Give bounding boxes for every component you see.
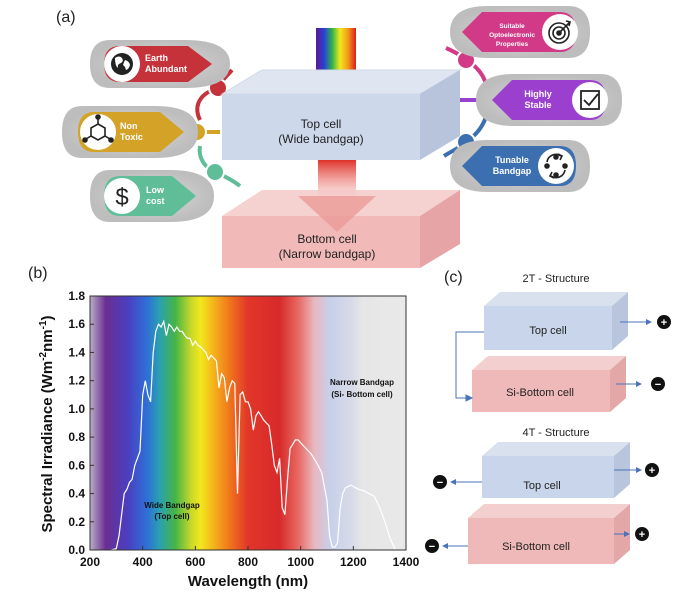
4t-bottom-right-terminal: + bbox=[614, 527, 649, 541]
lowcost-connector-dot bbox=[205, 162, 225, 182]
y-tick-label: 0.6 bbox=[68, 458, 85, 472]
badge-opto-line3: Properties bbox=[496, 41, 529, 48]
4t-bottom-left-terminal: − bbox=[425, 539, 468, 553]
irradiance-series-line bbox=[110, 319, 397, 551]
4t-bottom-minus-icon: − bbox=[429, 541, 435, 553]
title-2t-structure: 2T - Structure bbox=[522, 273, 589, 285]
badge-opto-line1: Suitable bbox=[499, 23, 525, 30]
badge-opto-line2: Optoelectronic bbox=[489, 32, 535, 39]
x-tick-label: 1000 bbox=[287, 555, 314, 569]
2t-plus-icon: + bbox=[661, 317, 667, 329]
badge-nontoxic-line1: Non bbox=[120, 121, 138, 131]
plot-spectrum-background bbox=[90, 296, 406, 550]
y-axis-ticks: 0.0 0.2 0.4 0.6 0.8 1.0 1.2 1.4 1.6 1.8 bbox=[68, 289, 94, 557]
spectral-irradiance-chart: 200 400 600 800 1000 1200 1400 0.0 0.2 0.4 0.6 0.8… bbox=[38, 289, 420, 590]
x-tick-label: 1400 bbox=[393, 555, 420, 569]
top-cell-label-line2: (Wide bandgap) bbox=[278, 132, 363, 146]
transmission-arrow-overlay bbox=[298, 196, 376, 232]
target-icon bbox=[548, 20, 571, 44]
x-tick-label: 800 bbox=[238, 555, 258, 569]
panel-b-label: (b) bbox=[28, 265, 48, 282]
badge-tunable-bandgap: Tunable Bandgap bbox=[450, 140, 590, 192]
panel-c-label: (c) bbox=[444, 269, 463, 286]
molecule-icon bbox=[82, 114, 114, 143]
4t-top-left-terminal: − bbox=[433, 475, 482, 489]
cycle-icon bbox=[544, 153, 568, 179]
badge-lowcost-line2: cost bbox=[146, 196, 165, 206]
panel-a-label: (a) bbox=[56, 9, 76, 26]
x-tick-label: 200 bbox=[80, 555, 100, 569]
y-tick-label: 0.8 bbox=[68, 430, 85, 444]
4t-top-right-terminal: + bbox=[614, 463, 659, 477]
x-tick-label: 1200 bbox=[340, 555, 367, 569]
2t-top-cell-label: Top cell bbox=[529, 325, 566, 337]
badge-stable-line1: Highly bbox=[524, 89, 552, 99]
narrow-bandgap-annotation-line2: (Si- Bottom cell) bbox=[331, 390, 393, 399]
x-tick-label: 400 bbox=[133, 555, 153, 569]
badge-optoelectronic: Suitable Optoelectronic Properties bbox=[450, 6, 590, 58]
globe-icon bbox=[111, 53, 133, 75]
badge-earth-line1: Earth bbox=[145, 53, 168, 63]
4t-top-plus-icon: + bbox=[649, 465, 655, 477]
x-axis-label: Wavelength (nm) bbox=[188, 573, 308, 590]
4t-top-minus-icon: − bbox=[437, 477, 443, 489]
2t-top-cell bbox=[484, 292, 628, 350]
4t-top-cell bbox=[482, 442, 630, 498]
x-tick-label: 600 bbox=[185, 555, 205, 569]
title-4t-structure: 4T - Structure bbox=[522, 427, 589, 439]
bottom-cell-block bbox=[222, 190, 460, 268]
2t-bottom-terminal: − bbox=[616, 377, 665, 391]
2t-minus-icon: − bbox=[655, 379, 661, 391]
badge-highly-stable: Highly Stable bbox=[476, 74, 622, 126]
badge-nontoxic-line2: Toxic bbox=[120, 132, 143, 142]
wide-bandgap-annotation-line2: (Top cell) bbox=[155, 512, 190, 521]
2t-bottom-cell-label: Si-Bottom cell bbox=[506, 387, 574, 399]
bottom-cell-label-line2: (Narrow bandgap) bbox=[279, 247, 376, 261]
checkbox-icon bbox=[580, 90, 600, 110]
badge-low-cost: $ Low cost bbox=[90, 170, 214, 222]
dollar-icon: $ bbox=[115, 184, 128, 211]
bottom-cell-label-line1: Bottom cell bbox=[297, 232, 356, 246]
y-tick-label: 1.0 bbox=[68, 402, 85, 416]
2t-series-connection bbox=[455, 331, 484, 402]
y-tick-label: 1.6 bbox=[68, 317, 85, 331]
badge-tunable-line2: Bandgap bbox=[493, 166, 532, 176]
badge-non-toxic: Non Toxic bbox=[62, 106, 198, 158]
y-tick-label: 1.4 bbox=[68, 345, 85, 359]
4t-bottom-cell-label: Si-Bottom cell bbox=[502, 541, 570, 553]
badge-tunable-line1: Tunable bbox=[495, 155, 529, 165]
top-cell-label-line1: Top cell bbox=[301, 117, 342, 131]
4t-bottom-cell bbox=[468, 504, 630, 564]
badge-earth-line2: Abundant bbox=[145, 64, 187, 74]
4t-bottom-plus-icon: + bbox=[639, 529, 645, 541]
y-tick-label: 0.2 bbox=[68, 515, 85, 529]
narrow-bandgap-annotation-line1: Narrow Bandgap bbox=[330, 378, 394, 387]
x-axis-ticks: 200 400 600 800 1000 1200 1400 bbox=[80, 546, 420, 569]
y-tick-label: 0.4 bbox=[68, 487, 85, 501]
badge-earth-abundant: Earth Abundant bbox=[90, 40, 230, 88]
badge-stable-line2: Stable bbox=[524, 100, 551, 110]
badge-lowcost-line1: Low bbox=[146, 185, 165, 195]
wide-bandgap-annotation-line1: Wide Bandgap bbox=[144, 501, 200, 510]
top-cell-block bbox=[220, 69, 462, 160]
y-tick-label: 1.8 bbox=[68, 289, 85, 303]
y-tick-label: 1.2 bbox=[68, 374, 85, 388]
4t-top-cell-label: Top cell bbox=[523, 480, 560, 492]
y-axis-label: Spectral Irradiance (Wm-2nm-1) bbox=[38, 315, 56, 532]
2t-bottom-cell bbox=[472, 356, 626, 412]
y-tick-label: 0.0 bbox=[68, 543, 85, 557]
2t-top-terminal: + bbox=[620, 315, 671, 329]
